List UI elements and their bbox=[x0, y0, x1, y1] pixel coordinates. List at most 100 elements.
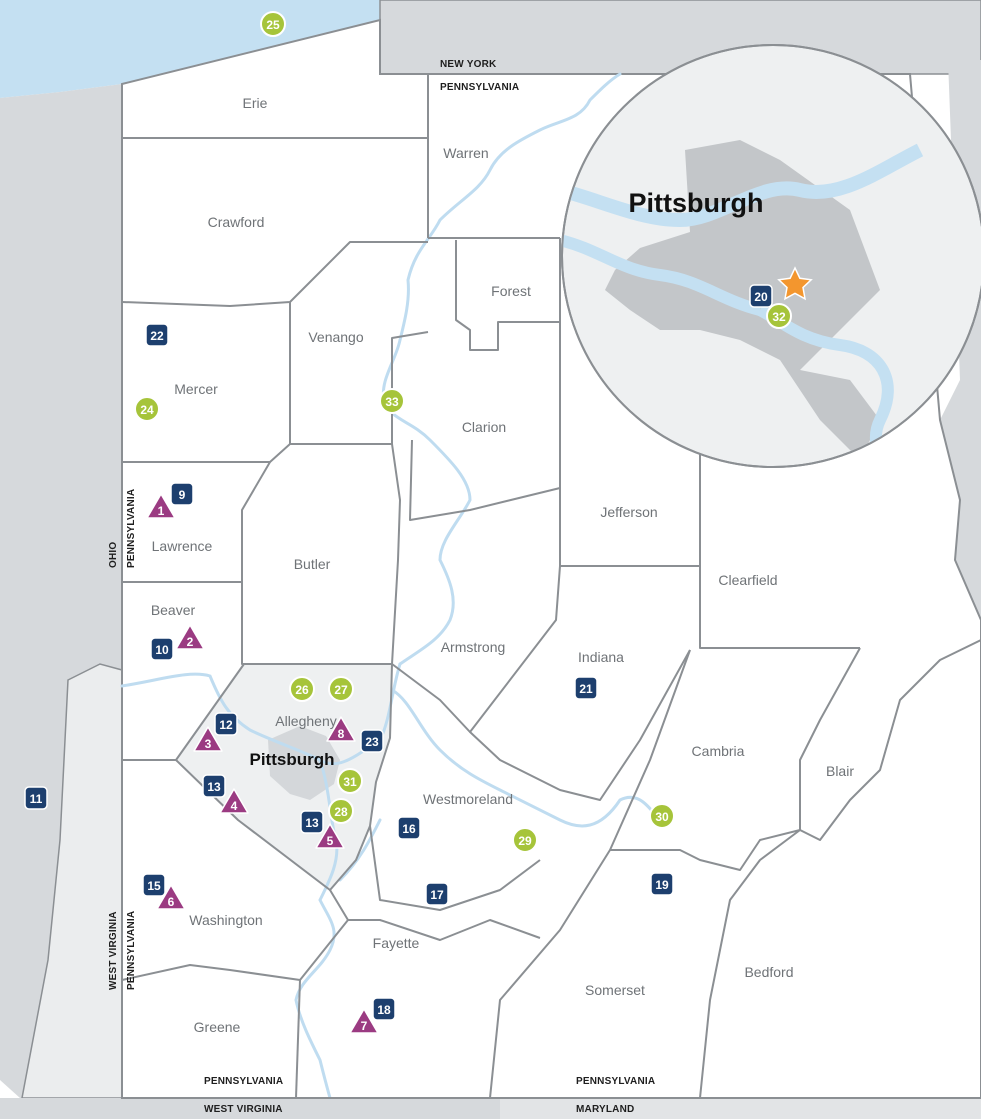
marker-p4-purple-triangle-icon[interactable]: 4 bbox=[219, 788, 249, 814]
blue-square-marker-icon bbox=[372, 997, 396, 1021]
marker-b15-blue-square-icon[interactable]: 15 bbox=[142, 873, 166, 897]
marker-b18-blue-square-icon[interactable]: 18 bbox=[372, 997, 396, 1021]
green-circle-marker-icon bbox=[260, 11, 286, 37]
marker-g29-green-circle-icon[interactable]: 29 bbox=[512, 827, 538, 853]
marker-label: 12 bbox=[219, 718, 233, 732]
state-label-west-virginia-west: WEST VIRGINIA bbox=[108, 911, 119, 990]
state-label-maryland: MARYLAND bbox=[576, 1104, 634, 1115]
marker-label: 25 bbox=[266, 18, 280, 32]
city-label-pittsburgh: Pittsburgh bbox=[250, 750, 335, 769]
blue-square-marker-icon bbox=[749, 284, 773, 308]
state-label-pennsylvania-west-wv: PENNSYLVANIA bbox=[126, 911, 137, 990]
marker-p1-purple-triangle-icon[interactable]: 1 bbox=[146, 493, 176, 519]
marker-g26-green-circle-icon[interactable]: 26 bbox=[289, 676, 315, 702]
marker-label: 24 bbox=[140, 403, 154, 417]
county-label-blair: Blair bbox=[826, 763, 854, 779]
county-label-jefferson: Jefferson bbox=[600, 504, 657, 520]
marker-b12-blue-square-icon[interactable]: 12 bbox=[214, 712, 238, 736]
marker-label: 6 bbox=[168, 895, 175, 909]
marker-b23-blue-square-icon[interactable]: 23 bbox=[360, 729, 384, 753]
county-label-forest: Forest bbox=[491, 283, 531, 299]
county-label-somerset: Somerset bbox=[585, 982, 645, 998]
county-label-lawrence: Lawrence bbox=[152, 538, 213, 554]
county-label-bedford: Bedford bbox=[744, 964, 793, 980]
marker-label: 22 bbox=[150, 329, 164, 343]
county-label-washington: Washington bbox=[189, 912, 262, 928]
county-label-armstrong: Armstrong bbox=[441, 639, 506, 655]
star-icon[interactable] bbox=[777, 266, 813, 301]
blue-square-marker-icon bbox=[145, 323, 169, 347]
purple-triangle-marker-icon bbox=[156, 884, 186, 910]
marker-b19-blue-square-icon[interactable]: 19 bbox=[650, 872, 674, 896]
marker-b10-blue-square-icon[interactable]: 10 bbox=[150, 637, 174, 661]
marker-b22-blue-square-icon[interactable]: 22 bbox=[145, 323, 169, 347]
marker-b13a-blue-square-icon[interactable]: 13 bbox=[202, 774, 226, 798]
county-label-crawford: Crawford bbox=[208, 214, 265, 230]
marker-label: 29 bbox=[518, 834, 532, 848]
green-circle-marker-icon bbox=[379, 388, 405, 414]
green-circle-marker-icon bbox=[337, 768, 363, 794]
county-label-venango: Venango bbox=[308, 329, 363, 345]
county-label-clearfield: Clearfield bbox=[718, 572, 777, 588]
county-labels: Erie Crawford Warren Forest Venango Merc… bbox=[151, 95, 855, 1035]
marker-p2-purple-triangle-icon[interactable]: 2 bbox=[175, 624, 205, 650]
county-label-cambria: Cambria bbox=[692, 743, 745, 759]
marker-b17-blue-square-icon[interactable]: 17 bbox=[425, 882, 449, 906]
marker-p8-purple-triangle-icon[interactable]: 8 bbox=[326, 716, 356, 742]
purple-triangle-marker-icon bbox=[193, 726, 223, 752]
marker-g32-green-circle-icon[interactable]: 32 bbox=[766, 303, 792, 329]
marker-p3-purple-triangle-icon[interactable]: 3 bbox=[193, 726, 223, 752]
marker-p5-purple-triangle-icon[interactable]: 5 bbox=[315, 823, 345, 849]
state-label-pennsylvania-south-md: PENNSYLVANIA bbox=[576, 1076, 655, 1087]
maryland-area bbox=[500, 1098, 981, 1119]
marker-b9-blue-square-icon[interactable]: 9 bbox=[170, 482, 194, 506]
purple-triangle-marker-icon bbox=[175, 624, 205, 650]
marker-g31-green-circle-icon[interactable]: 31 bbox=[337, 768, 363, 794]
county-label-erie: Erie bbox=[243, 95, 268, 111]
inset-river-ohio bbox=[562, 234, 762, 316]
marker-label: 7 bbox=[361, 1019, 368, 1033]
marker-label: 5 bbox=[327, 834, 334, 848]
blue-square-marker-icon bbox=[202, 774, 226, 798]
marker-g28-green-circle-icon[interactable]: 28 bbox=[328, 798, 354, 824]
county-label-warren: Warren bbox=[443, 145, 488, 161]
marker-label: 10 bbox=[155, 643, 169, 657]
marker-label: 23 bbox=[365, 735, 379, 749]
state-label-pennsylvania-south-wv: PENNSYLVANIA bbox=[204, 1076, 283, 1087]
marker-label: 3 bbox=[205, 737, 212, 751]
state-label-ohio: OHIO bbox=[108, 542, 119, 568]
county-label-butler: Butler bbox=[294, 556, 331, 572]
marker-g30-green-circle-icon[interactable]: 30 bbox=[649, 803, 675, 829]
marker-g24-green-circle-icon[interactable]: 24 bbox=[134, 396, 160, 422]
marker-label: 2 bbox=[187, 635, 194, 649]
marker-b21-blue-square-icon[interactable]: 21 bbox=[574, 676, 598, 700]
marker-label: 19 bbox=[655, 878, 669, 892]
purple-triangle-marker-icon bbox=[315, 823, 345, 849]
green-circle-marker-icon bbox=[649, 803, 675, 829]
green-circle-marker-icon bbox=[512, 827, 538, 853]
marker-g27-green-circle-icon[interactable]: 27 bbox=[328, 676, 354, 702]
marker-label: 16 bbox=[402, 822, 416, 836]
purple-triangle-marker-icon bbox=[146, 493, 176, 519]
marker-b13b-blue-square-icon[interactable]: 13 bbox=[300, 810, 324, 834]
blue-square-marker-icon bbox=[300, 810, 324, 834]
marker-b11-blue-square-icon[interactable]: 11 bbox=[24, 786, 48, 810]
pittsburgh-inset bbox=[561, 44, 981, 468]
marker-b16-blue-square-icon[interactable]: 16 bbox=[397, 816, 421, 840]
county-borders bbox=[121, 74, 981, 1099]
blue-square-marker-icon bbox=[574, 676, 598, 700]
marker-p6-purple-triangle-icon[interactable]: 6 bbox=[156, 884, 186, 910]
marker-g33-green-circle-icon[interactable]: 33 bbox=[379, 388, 405, 414]
county-label-mercer: Mercer bbox=[174, 381, 218, 397]
green-circle-marker-icon bbox=[134, 396, 160, 422]
county-label-allegheny: Allegheny bbox=[275, 713, 337, 729]
state-label-new-york: NEW YORK bbox=[440, 59, 497, 70]
blue-square-marker-icon bbox=[214, 712, 238, 736]
marker-label: 30 bbox=[655, 810, 669, 824]
marker-g25-green-circle-icon[interactable]: 25 bbox=[260, 11, 286, 37]
marker-p7-purple-triangle-icon[interactable]: 7 bbox=[349, 1008, 379, 1034]
marker-label: 28 bbox=[334, 805, 348, 819]
state-label-pennsylvania-north: PENNSYLVANIA bbox=[440, 82, 519, 93]
marker-b20-blue-square-icon[interactable]: 20 bbox=[749, 284, 773, 308]
